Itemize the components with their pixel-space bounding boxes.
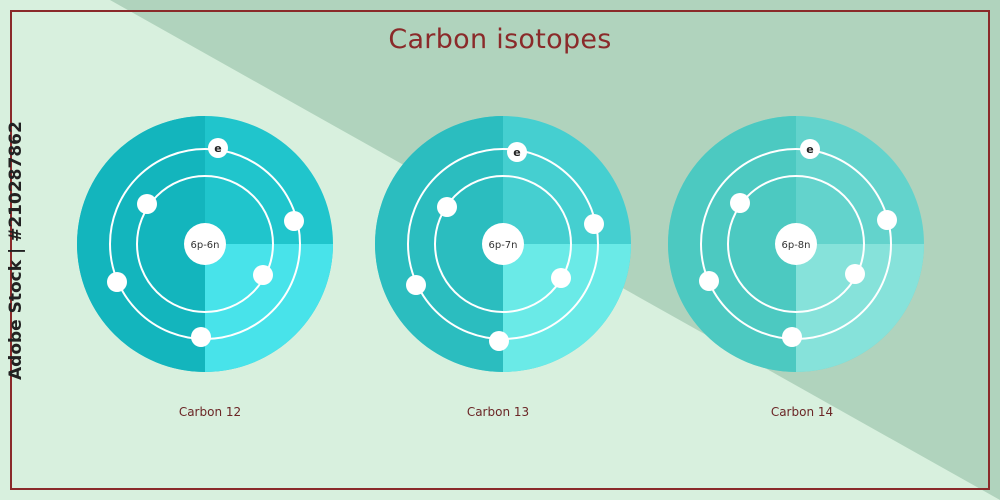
electron: [253, 265, 273, 285]
electron-label: e: [513, 146, 520, 159]
electron-label: e: [806, 143, 813, 156]
electron-top: [208, 138, 228, 158]
electron: [406, 275, 426, 295]
atom-carbon-14: 6p-8n e: [668, 116, 924, 372]
inner-orbit: [434, 175, 572, 313]
atom-carbon-13: 6p-7n e: [375, 116, 631, 372]
inner-orbit: [727, 175, 865, 313]
electron: [191, 327, 211, 347]
nucleus-label: 6p-7n: [488, 240, 517, 251]
nucleus-label: 6p-6n: [190, 240, 219, 251]
atom-disc-light-quadrant: [205, 244, 333, 372]
atom-carbon-12: 6p-6n e: [77, 116, 333, 372]
atom-caption-carbon-12: Carbon 12: [178, 405, 242, 419]
electron: [489, 331, 509, 351]
atom-caption-carbon-14: Carbon 14: [770, 405, 834, 419]
electron: [877, 210, 897, 230]
electron: [284, 211, 304, 231]
electron: [437, 197, 457, 217]
atom-disc-dark-half: [375, 116, 503, 372]
electron: [699, 271, 719, 291]
atom-disc-light-quadrant: [796, 244, 924, 372]
electron: [782, 327, 802, 347]
electron: [845, 264, 865, 284]
atom-disc-dark-half: [77, 116, 205, 372]
atom-disc-dark-half: [668, 116, 796, 372]
electron: [137, 194, 157, 214]
electron: [107, 272, 127, 292]
electron: [584, 214, 604, 234]
electron-top: [507, 142, 527, 162]
page-title: Carbon isotopes: [388, 24, 612, 55]
electron-top: [800, 139, 820, 159]
nucleus-label: 6p-8n: [781, 240, 810, 251]
nucleus: [775, 223, 817, 265]
stock-watermark-id: Adobe Stock | #210287862: [6, 121, 26, 380]
electron: [551, 268, 571, 288]
electron-label: e: [214, 142, 221, 155]
electron: [730, 193, 750, 213]
nucleus: [184, 223, 226, 265]
atom-caption-carbon-13: Carbon 13: [466, 405, 530, 419]
nucleus: [482, 223, 524, 265]
atom-disc-light-quadrant: [503, 244, 631, 372]
inner-orbit: [136, 175, 274, 313]
